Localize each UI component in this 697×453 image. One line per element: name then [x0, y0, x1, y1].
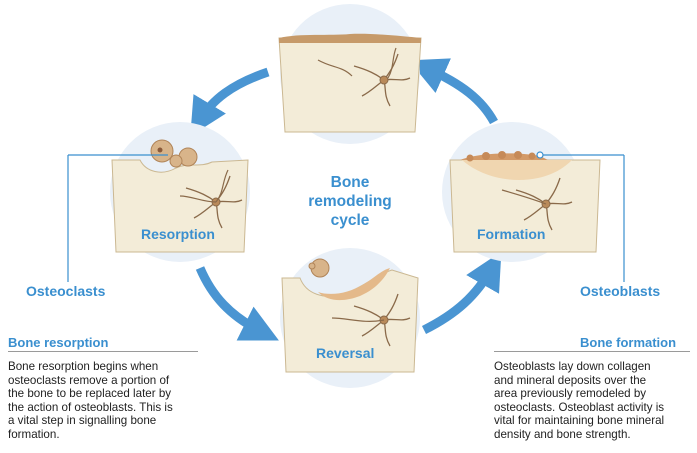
bone-formation-heading: Bone formation: [580, 335, 677, 350]
arrow-top-left: [190, 67, 270, 137]
formation-label: Formation: [477, 226, 546, 242]
callout-lines: [67, 151, 625, 282]
osteoblasts-label: Osteoblasts: [580, 283, 661, 299]
resorption-label: Resorption: [141, 226, 215, 242]
right-divider: [494, 351, 690, 352]
left-divider: [8, 351, 198, 352]
resorption-bone-block: [111, 139, 249, 253]
center-title-line1: Bone: [330, 174, 370, 191]
bone-formation-text: Osteoblasts lay down collagen and minera…: [494, 360, 665, 441]
center-title-line2: remodeling: [308, 193, 392, 210]
formation-bone-block: [449, 151, 601, 253]
osteoclasts-label: Osteoclasts: [26, 283, 106, 299]
center-title: Bone remodeling cycle: [290, 173, 410, 230]
bone-resorption-text: Bone resorption begins when osteoclasts …: [8, 360, 173, 441]
top-bone-block: [278, 33, 422, 133]
cycle-arrows: [190, 58, 502, 341]
arrow-bottom-right: [421, 251, 502, 335]
arrow-right-top: [408, 58, 498, 125]
bone-resorption-heading: Bone resorption: [8, 335, 109, 350]
arrow-left-bottom: [195, 266, 279, 341]
center-title-line3: cycle: [330, 212, 370, 229]
reversal-bone-block: [281, 258, 419, 373]
reversal-label: Reversal: [316, 345, 375, 361]
